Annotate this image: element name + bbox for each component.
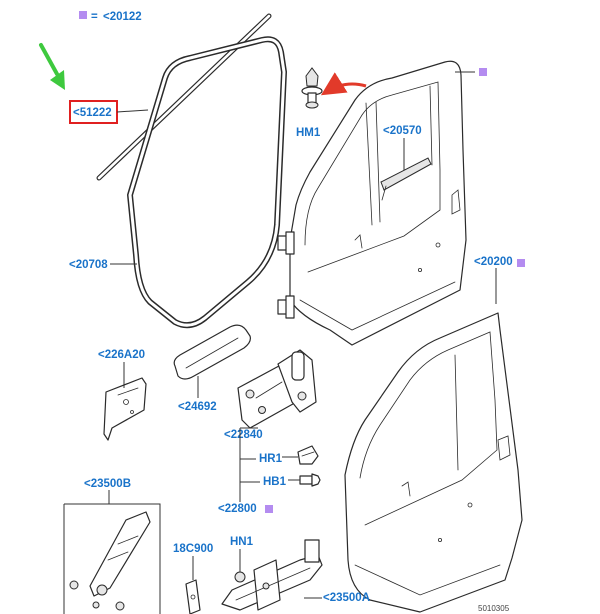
door-shell-lower — [344, 312, 523, 613]
plate-part — [185, 579, 201, 614]
label-226a20[interactable]: <226A20 — [98, 349, 145, 361]
label-hn1[interactable]: HN1 — [230, 536, 254, 548]
retainer-clip-part — [297, 445, 319, 465]
drawing-code: 5010305 — [478, 604, 510, 613]
label-24692[interactable]: <24692 — [178, 401, 217, 413]
glass-channel-part — [380, 157, 432, 201]
hinge-assembly-part — [237, 349, 317, 429]
marker-22800 — [265, 505, 273, 513]
label-23500a[interactable]: <23500A — [323, 592, 370, 604]
label-23500b[interactable]: <23500B — [84, 478, 131, 490]
check-strap-box — [63, 490, 161, 614]
door-shell-upper — [289, 60, 467, 346]
bracket-part — [103, 377, 147, 441]
hinge-upper — [277, 231, 295, 319]
label-18c900[interactable]: 18C900 — [173, 543, 213, 555]
label-22800[interactable]: <22800 — [218, 503, 257, 515]
weatherstrip-part — [96, 13, 272, 181]
label-hr1[interactable]: HR1 — [259, 453, 283, 465]
move-arrow-icon — [320, 72, 367, 96]
bolt-part — [299, 473, 321, 487]
legend-marker — [79, 11, 87, 19]
label-hb1[interactable]: HB1 — [263, 476, 287, 488]
label-20200[interactable]: <20200 — [474, 256, 513, 268]
legend-equals: = — [91, 11, 98, 23]
label-20708[interactable]: <20708 — [69, 259, 108, 271]
marker-lower-door — [517, 259, 525, 267]
label-20570[interactable]: <20570 — [383, 125, 422, 137]
check-arm-part — [221, 539, 323, 611]
door-seal-part — [127, 36, 287, 329]
marker-upper-door — [479, 68, 487, 76]
check-pad-part — [173, 324, 251, 380]
legend-ref[interactable]: <20122 — [103, 11, 142, 23]
clip-part — [301, 67, 323, 109]
pointer-arrow-icon — [39, 43, 65, 90]
label-51222[interactable]: <51222 — [73, 107, 112, 119]
label-hm1[interactable]: HM1 — [296, 127, 321, 139]
label-22840[interactable]: <22840 — [224, 429, 263, 441]
